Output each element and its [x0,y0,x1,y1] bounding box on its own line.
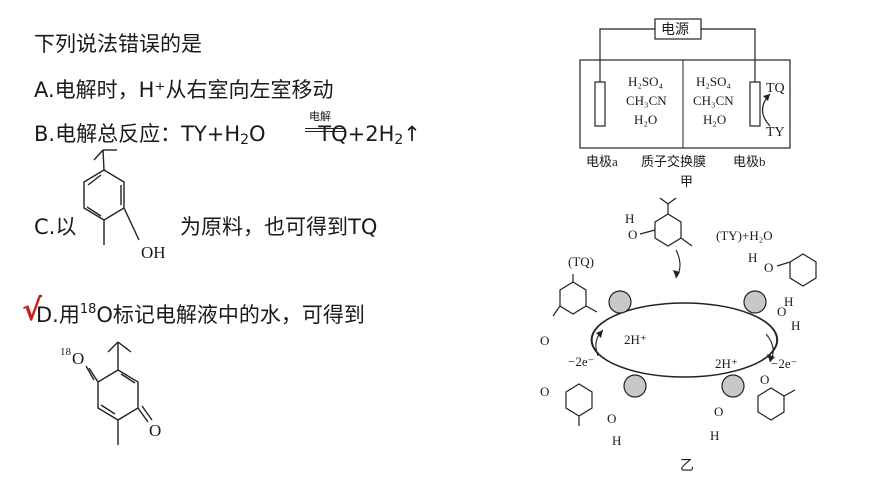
svg-text:O: O [777,304,786,319]
equals-line-bottom [305,131,345,132]
quinone-structure [85,341,153,445]
svg-text:H₂O: H₂O [703,112,726,127]
svg-text:CH₃CN: CH₃CN [626,93,667,108]
svg-text:O: O [607,411,616,426]
option-c-prefix: C.以 [34,215,77,239]
ty-molecule-right [776,253,817,287]
svg-text:H: H [710,428,719,443]
left-solution: H₂SO₄ CH₃CN H₂O [626,74,667,127]
tq-cycle-label: (TQ) [568,254,594,269]
svg-text:−2e⁻: −2e⁻ [771,356,797,371]
right-solution: H₂SO₄ CH₃CN H₂O [693,74,734,127]
o18-sup: 18 [60,346,72,358]
svg-text:甲: 甲 [680,174,693,189]
svg-text:O: O [714,404,723,419]
option-b: B.电解总反应：TY+H2O TQ+2H2↑ [34,122,421,148]
svg-text:H: H [612,433,621,448]
svg-text:O: O [540,333,549,348]
check-mark: √ [22,293,43,328]
wire-left [599,28,655,82]
svg-text:O: O [764,260,773,275]
svg-text:2H⁺: 2H⁺ [715,356,738,371]
svg-text:H₂SO₄: H₂SO₄ [696,74,732,89]
oh-label: OH [141,243,166,262]
cell-container [579,59,791,149]
thymol-structure [83,149,140,245]
svg-text:H: H [784,294,793,309]
svg-text:2H⁺: 2H⁺ [624,332,647,347]
svg-text:电极b: 电极b [733,154,766,169]
power-label: 电源 [661,22,689,38]
tq-label: TQ [766,81,785,96]
cycle-caption: 乙 [680,458,694,474]
option-d: D.用18O标记电解液中的水，可得到 [36,302,365,327]
cycle-ring [590,302,779,378]
svg-text:H: H [791,318,800,333]
ty-h2o-label: (TY)+H₂O [716,228,773,243]
equals-line-top [305,128,345,129]
cell-labels: 电极a 质子交换膜 电极b 甲 [586,154,766,189]
site-tr [743,290,767,314]
site-tl [608,290,632,314]
o18-label: O [72,349,84,368]
svg-text:−2e⁻: −2e⁻ [568,354,594,369]
svg-text:CH₃CN: CH₃CN [693,93,734,108]
ty-molecule-top [639,197,693,247]
ty-label: TY [766,125,785,140]
svg-text:H₂SO₄: H₂SO₄ [628,74,664,89]
o-label: O [149,421,161,440]
tq-molecule [552,274,598,317]
svg-text:O: O [628,227,637,242]
site-bl [623,374,647,398]
question-stem: 下列说法错误的是 [34,32,202,56]
svg-text:O: O [540,384,549,399]
svg-text:电极a: 电极a [586,154,618,169]
electrode-a [594,81,606,127]
svg-text:H: H [748,250,757,265]
wire-right [701,28,756,82]
svg-text:H₂O: H₂O [634,112,657,127]
electrolysis-condition: 电解 [309,110,331,123]
svg-text:O: O [760,372,769,387]
bottom-left-molecule [565,383,593,426]
svg-text:H: H [625,211,634,226]
site-br [721,374,745,398]
arrowhead [763,94,770,101]
option-a: A.电解时，H⁺从右室向左室移动 [34,78,334,102]
svg-text:质子交换膜: 质子交换膜 [641,154,706,169]
bottom-right-molecule [757,387,796,421]
option-c-suffix: 为原料，也可得到TQ [180,215,378,239]
electrode-b [749,81,761,127]
